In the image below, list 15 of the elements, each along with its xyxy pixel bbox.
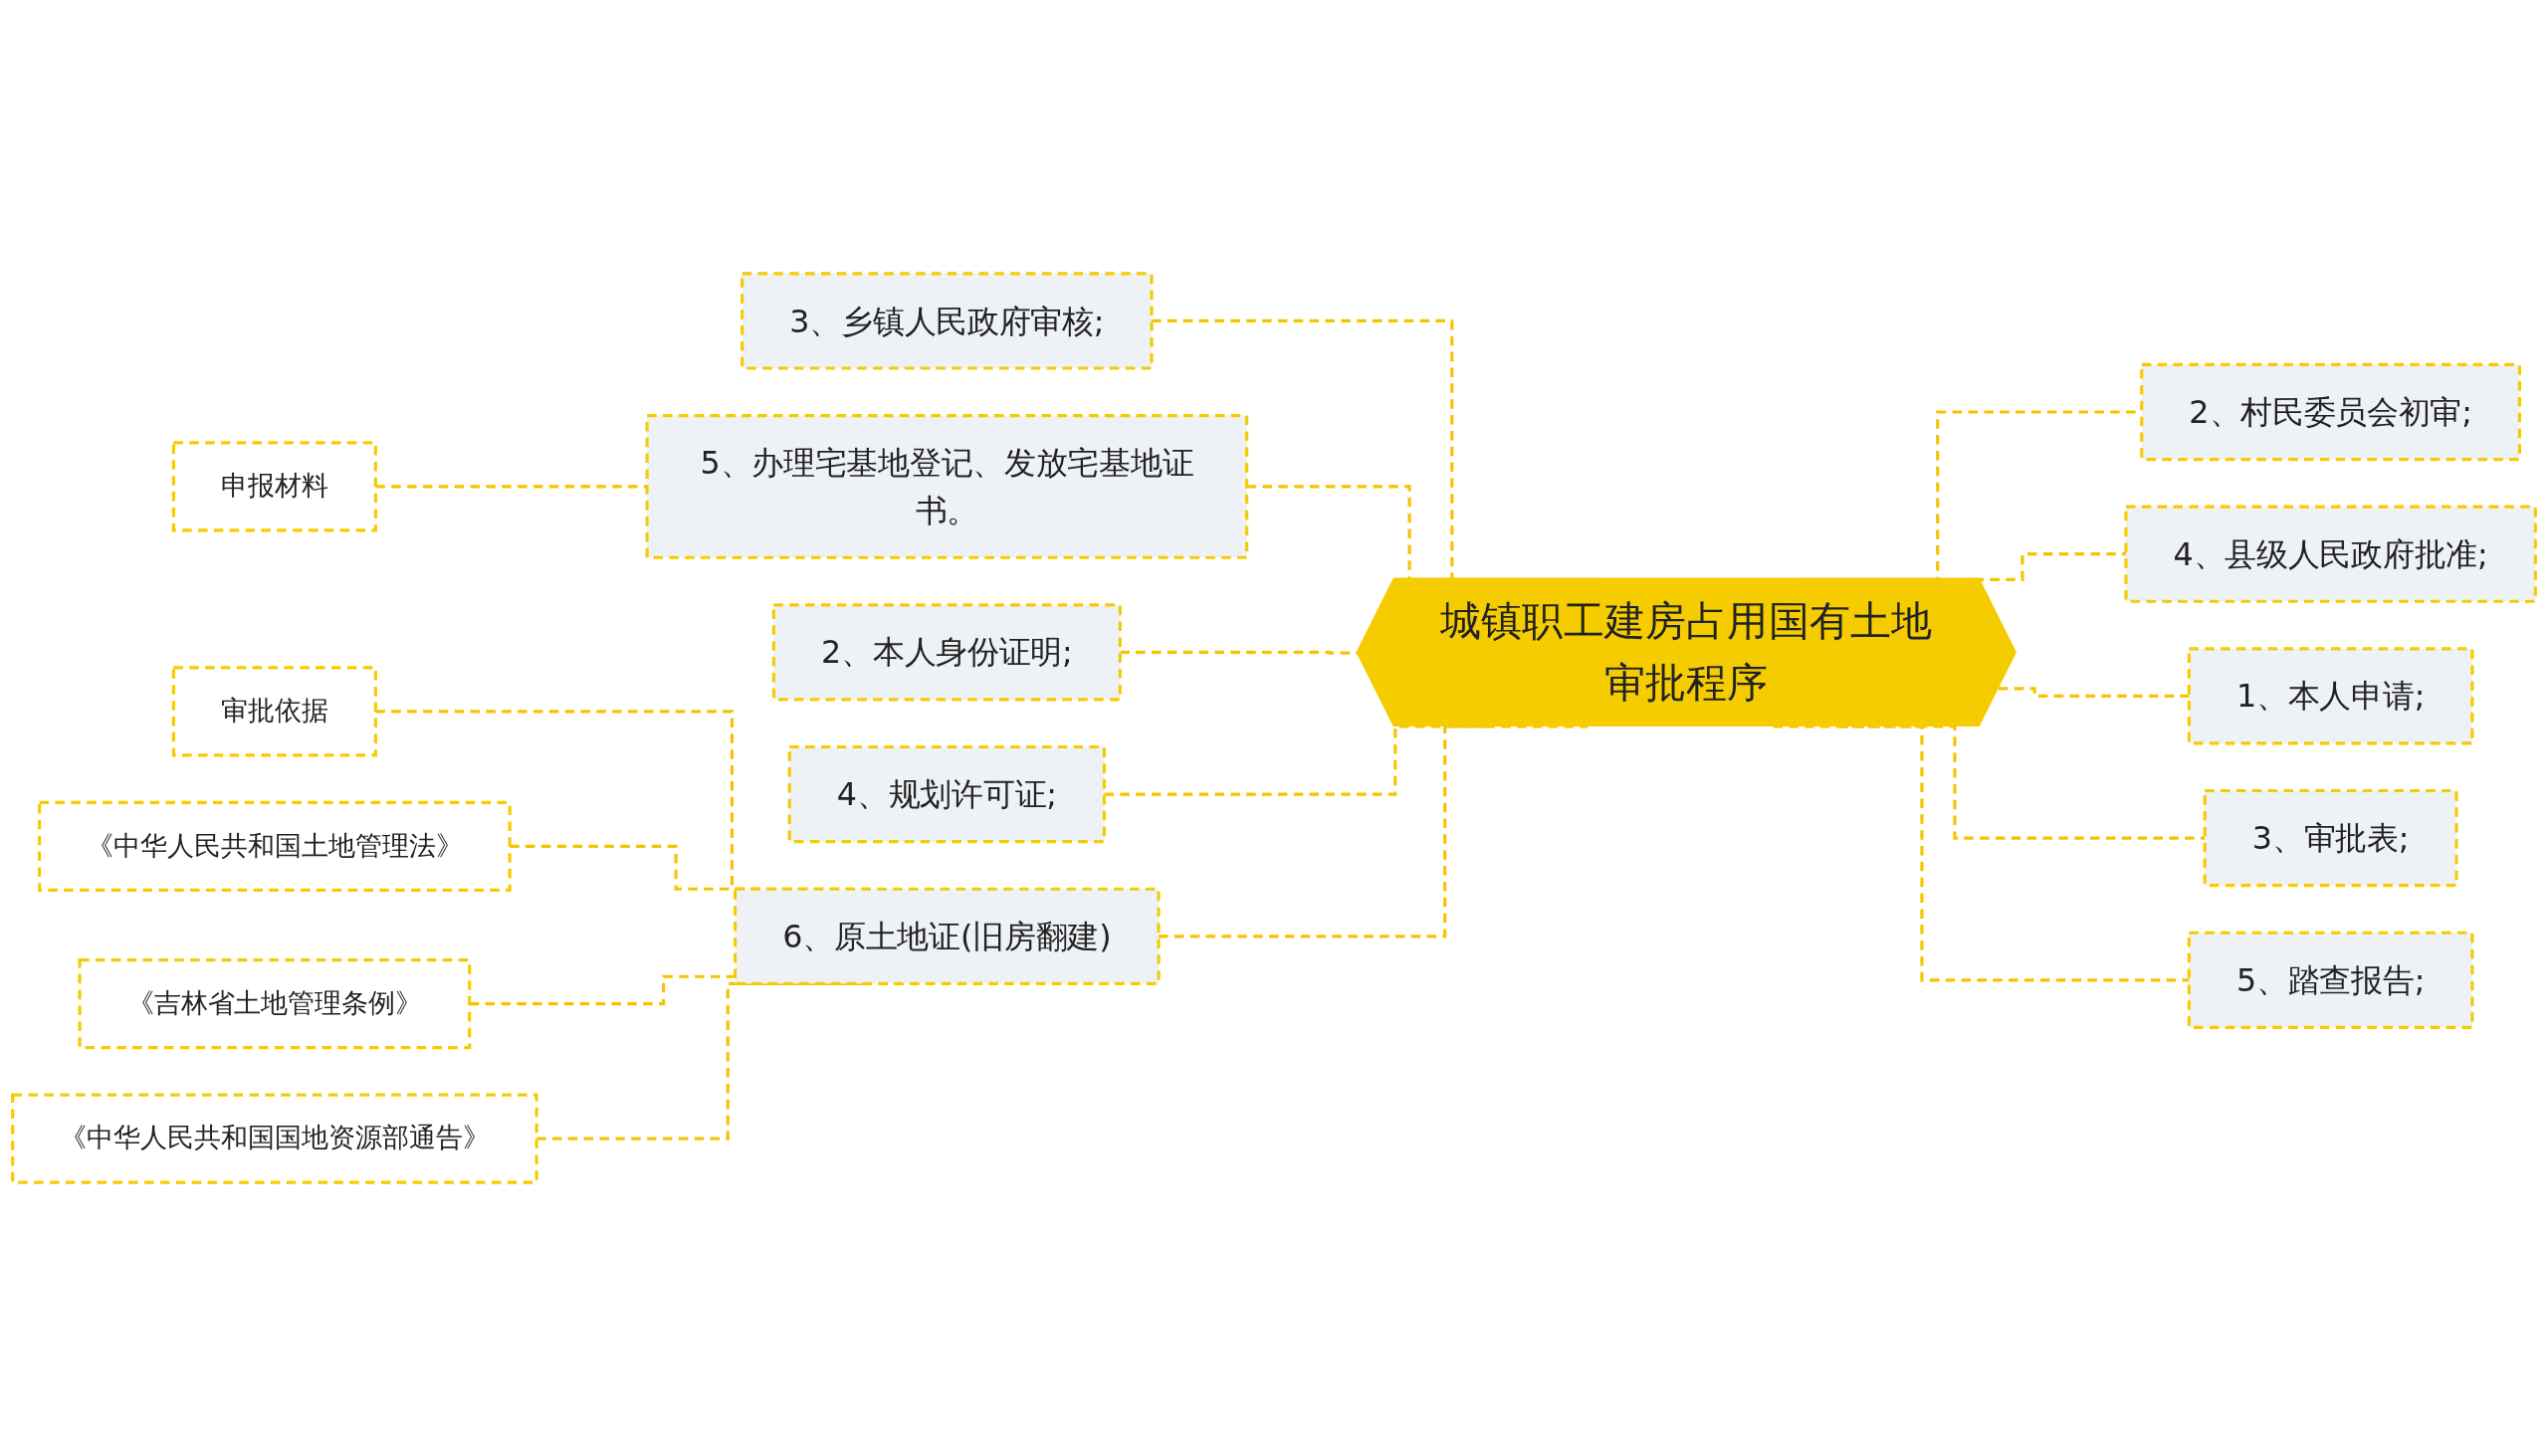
node-box: 审批依据	[171, 666, 377, 757]
node-box: 5、办理宅基地登记、发放宅基地证书。	[645, 413, 1249, 559]
node-box: 《吉林省土地管理条例》	[78, 958, 472, 1050]
node-box: 2、村民委员会初审;	[2140, 362, 2522, 462]
node-box: 1、本人申请;	[2187, 647, 2474, 745]
node-box: 4、规划许可证;	[787, 744, 1107, 844]
node-box: 3、审批表;	[2203, 788, 2458, 888]
node-box: 5、踏查报告;	[2187, 931, 2474, 1029]
node-box: 3、乡镇人民政府审核;	[741, 272, 1154, 370]
node-box: 4、县级人民政府批准;	[2124, 505, 2537, 603]
node-box: 《中华人民共和国国地资源部通告》	[11, 1093, 538, 1184]
node-box: 《中华人民共和国土地管理法》	[38, 800, 512, 892]
node-box: 6、原土地证(旧房翻建)	[734, 887, 1161, 985]
node-box: 2、本人身份证明;	[771, 603, 1122, 702]
node-box: 申报材料	[171, 441, 377, 532]
